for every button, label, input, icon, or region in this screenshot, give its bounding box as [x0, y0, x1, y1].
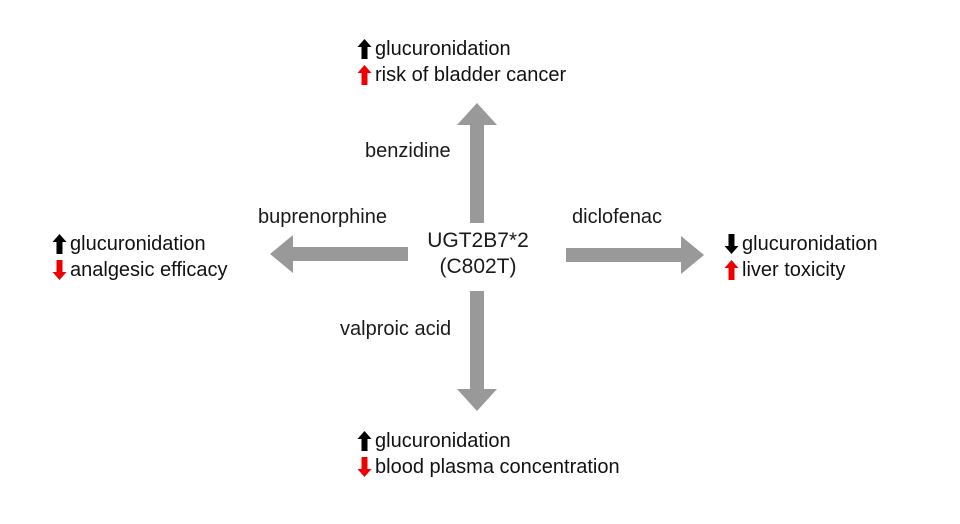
- edge-label-diclofenac: diclofenac: [572, 206, 663, 228]
- edge-label-buprenorphine: buprenorphine: [258, 206, 387, 228]
- outcome-block-left: glucuronidation analgesic efficacy: [52, 231, 228, 283]
- outcome-block-top: glucuronidation risk of bladder cancer: [357, 36, 566, 88]
- up-arrow-black-icon: [52, 234, 67, 254]
- outcome-text: glucuronidation: [375, 430, 511, 452]
- up-arrow-red-icon: [357, 65, 372, 85]
- down-arrow-red-icon: [52, 260, 67, 280]
- center-node: UGT2B7*2 (C802T): [398, 228, 558, 280]
- outcome-text: blood plasma concentration: [375, 456, 620, 478]
- edge-label-benzidine: benzidine: [365, 140, 451, 162]
- down-arrow-red-icon: [357, 457, 372, 477]
- outcome-block-bottom: glucuronidation blood plasma concentrati…: [357, 428, 620, 480]
- outcome-row: analgesic efficacy: [52, 257, 228, 283]
- up-arrow-black-icon: [357, 431, 372, 451]
- up-arrow-red-icon: [724, 260, 739, 280]
- outcome-row: liver toxicity: [724, 257, 878, 283]
- outcome-text: liver toxicity: [742, 259, 846, 281]
- outcome-row: glucuronidation: [724, 231, 878, 257]
- arrow-right-to-diclofenac-outcome: [566, 236, 704, 274]
- outcome-row: risk of bladder cancer: [357, 62, 566, 88]
- up-arrow-black-icon: [357, 39, 372, 59]
- outcome-row: blood plasma concentration: [357, 454, 620, 480]
- outcome-row: glucuronidation: [52, 231, 228, 257]
- outcome-row: glucuronidation: [357, 36, 566, 62]
- arrow-up-to-benzidine-outcome: [457, 103, 497, 223]
- outcome-text: glucuronidation: [70, 233, 206, 255]
- arrow-down-to-valproic-outcome: [457, 291, 497, 411]
- center-node-gene: UGT2B7*2: [427, 229, 529, 252]
- down-arrow-black-icon: [724, 234, 739, 254]
- arrow-left-to-buprenorphine-outcome: [270, 235, 408, 273]
- center-node-variant: (C802T): [439, 255, 517, 278]
- outcome-text: glucuronidation: [375, 38, 511, 60]
- edge-label-valproic-acid: valproic acid: [340, 318, 452, 340]
- outcome-block-right: glucuronidation liver toxicity: [724, 231, 878, 283]
- outcome-text: risk of bladder cancer: [375, 64, 567, 86]
- outcome-text: glucuronidation: [742, 233, 878, 255]
- outcome-row: glucuronidation: [357, 428, 620, 454]
- outcome-text: analgesic efficacy: [70, 259, 228, 281]
